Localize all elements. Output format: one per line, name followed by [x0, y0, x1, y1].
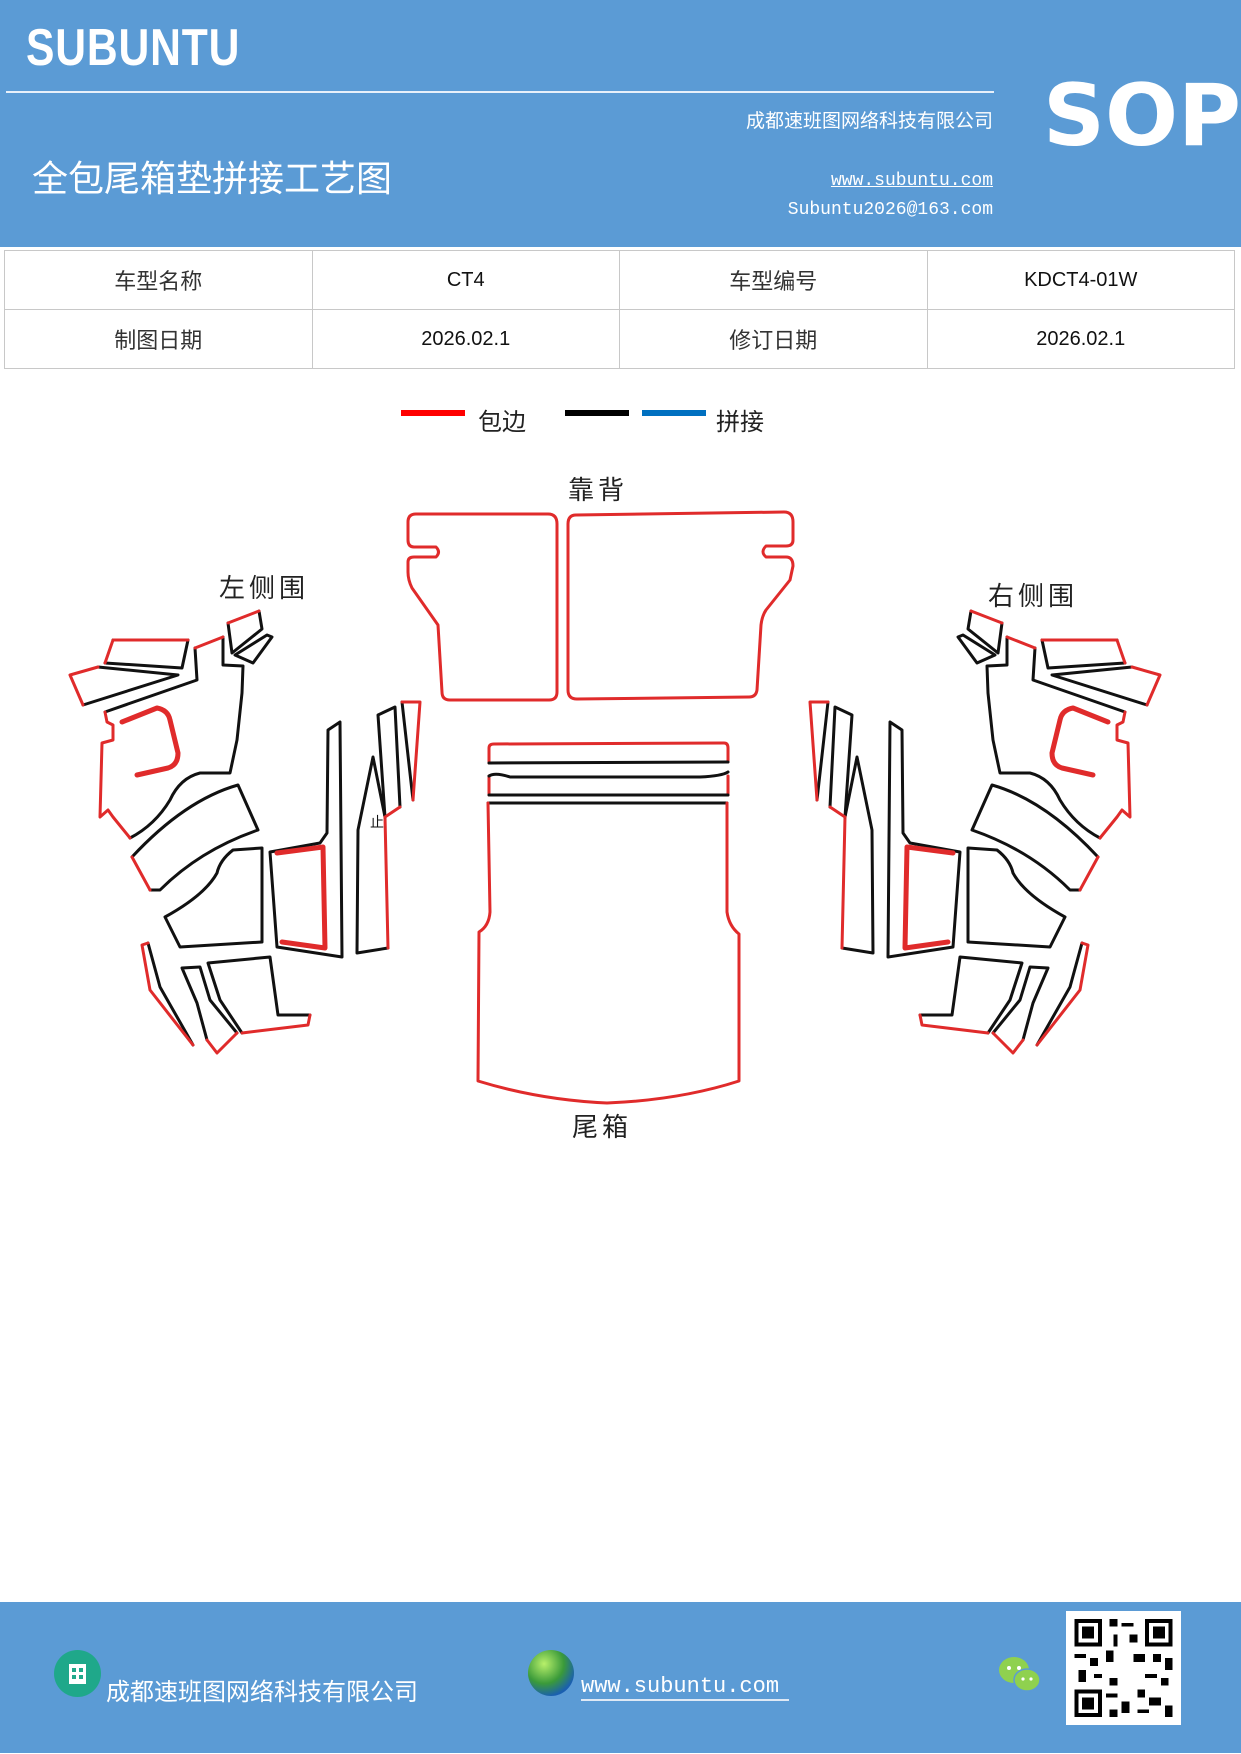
left-piece-tall-frame: [268, 720, 344, 959]
left-side-pieces: [68, 609, 422, 1055]
left-piece-band-edge: [130, 855, 152, 892]
draw-date-value: 2026.02.1: [311, 309, 620, 369]
left-piece-bottom-mid-edge: [205, 1031, 239, 1055]
trunk-strip-1-seam: [487, 760, 730, 765]
left-piece-strip-b: [400, 700, 415, 802]
left-piece-main-binding: [119, 705, 181, 778]
left-piece-top-trapezoid: [103, 638, 190, 670]
company-name: 成都速班图网络科技有限公司: [745, 111, 993, 132]
left-piece-bottom-sliver: [146, 941, 195, 1047]
backrest-left-piece: [406, 512, 559, 702]
wechat-icon: [997, 1655, 1042, 1695]
model-name-value: CT4: [311, 250, 620, 310]
left-piece-bottom-right-edge: [240, 1013, 312, 1035]
left-piece-small-top: [226, 609, 264, 655]
left-piece-long: [81, 665, 180, 707]
trunk-strip-1: [487, 741, 730, 765]
table-row: 制图日期 2026.02.1 修订日期 2026.02.1: [4, 309, 1235, 369]
legend-swatch-black: [565, 410, 629, 416]
stop-mark: 止: [370, 815, 384, 831]
model-code-label: 车型编号: [619, 250, 928, 310]
left-piece-tall-frame-binding: [274, 844, 328, 951]
vehicle-info-table: 车型名称 CT4 车型编号 KDCT4-01W 制图日期 2026.02.1 修…: [4, 250, 1235, 369]
legend-label-binding: 包边: [478, 408, 526, 436]
backrest-right-piece: [566, 510, 795, 701]
left-piece-bottom-right: [206, 955, 312, 1035]
model-name-label: 车型名称: [4, 250, 313, 310]
left-piece-bottom-mid: [180, 965, 239, 1042]
building-icon: [54, 1650, 101, 1697]
left-piece-small-top-edge: [226, 609, 261, 625]
left-piece-long-edge: [68, 665, 100, 707]
trunk-main-piece: [476, 801, 741, 1105]
left-piece-bottom-sliver-edge: [140, 941, 195, 1047]
sop-badge: SOP: [1043, 66, 1241, 166]
trunk-strip-2-seam: [487, 770, 730, 797]
legend-label-seam: 拼接: [716, 408, 764, 436]
globe-icon: [528, 1650, 574, 1696]
right-side-pieces: [810, 611, 1160, 1053]
left-piece-main-edge: [98, 635, 225, 840]
draw-date-label: 制图日期: [4, 309, 313, 369]
website-link[interactable]: www.subuntu.com: [830, 171, 993, 191]
footer-website-link[interactable]: www.subuntu.com: [581, 1674, 790, 1701]
trunk-strip-2: [487, 774, 730, 797]
label-trunk: 尾箱: [572, 1113, 633, 1143]
footer-company-name: 成都速班图网络科技有限公司: [106, 1680, 418, 1706]
left-piece-strip-a: [376, 705, 402, 819]
revision-date-value: 2026.02.1: [926, 309, 1235, 369]
brand-logo: SUBUNTU: [26, 19, 241, 77]
left-piece-strip-b-edge: [400, 700, 422, 802]
left-piece-strip-a-edge: [383, 805, 402, 819]
left-piece-thin-strip: [355, 755, 390, 955]
revision-date-label: 修订日期: [619, 309, 928, 369]
label-backrest: 靠背: [568, 476, 629, 506]
qr-code: [1066, 1611, 1181, 1725]
legend-swatch-blue: [642, 410, 706, 416]
header-banner: [0, 0, 1241, 247]
left-piece-top-trapezoid-edge: [103, 638, 190, 665]
left-piece-band: [130, 783, 260, 892]
left-piece-sliver: [233, 633, 274, 665]
legend-swatch-red: [401, 410, 465, 416]
header-divider: [6, 91, 994, 93]
left-piece-main: [103, 635, 245, 840]
left-piece-thin-strip-edge: [383, 815, 390, 950]
label-left-side: 左侧围: [219, 574, 310, 604]
page-title: 全包尾箱垫拼接工艺图: [32, 159, 393, 200]
label-right-side: 右侧围: [988, 582, 1079, 612]
email-text: Subuntu2026@163.com: [787, 200, 993, 220]
left-piece-lower: [163, 846, 264, 949]
